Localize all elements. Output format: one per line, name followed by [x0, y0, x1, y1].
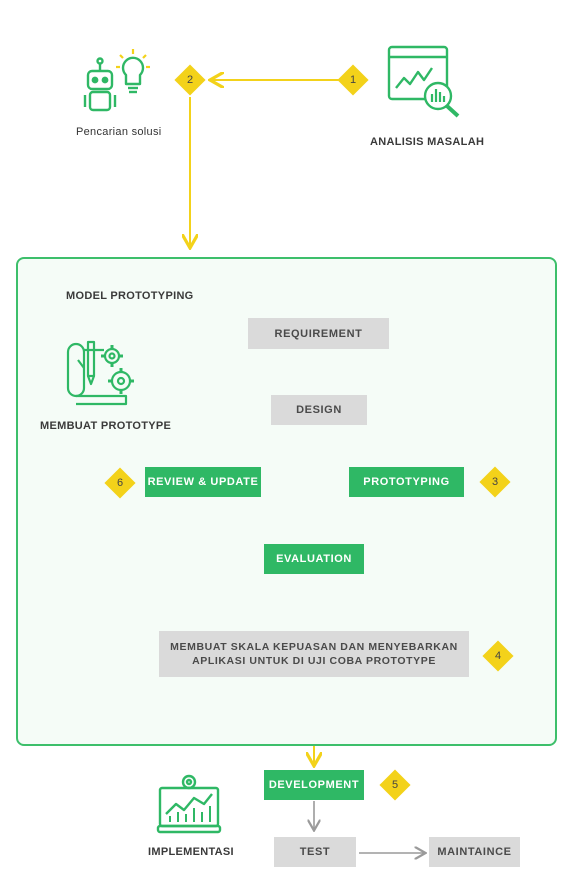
review-update-box: REVIEW & UPDATE [145, 467, 261, 497]
evaluation-box: EVALUATION [264, 544, 364, 574]
design-box: DESIGN [271, 395, 367, 425]
solution-label: Pencarian solusi [76, 126, 162, 138]
survey-box: MEMBUAT SKALA KEPUASAN DAN MENYEBARKAN A… [159, 631, 469, 677]
test-box: TEST [274, 837, 356, 867]
analysis-label: ANALISIS MASALAH [370, 136, 485, 148]
make-prototype-label: MEMBUAT PROTOTYPE [40, 420, 172, 432]
chart-magnifier-icon [387, 45, 460, 118]
requirement-box: REQUIREMENT [248, 318, 389, 349]
implementation-label: IMPLEMENTASI [148, 846, 234, 858]
laptop-chart-icon [156, 774, 222, 834]
prototyping-box: PROTOTYPING [349, 467, 464, 497]
development-box: DEVELOPMENT [264, 770, 364, 800]
blueprint-gears-icon [66, 340, 134, 406]
robot-lightbulb-icon [83, 49, 150, 112]
survey-line-1: MEMBUAT SKALA KEPUASAN DAN MENYEBARKAN [170, 641, 458, 653]
model-title: MODEL PROTOTYPING [66, 290, 194, 302]
maintaince-box: MAINTAINCE [429, 837, 520, 867]
survey-line-2: APLIKASI UNTUK DI UJI COBA PROTOTYPE [192, 655, 436, 667]
